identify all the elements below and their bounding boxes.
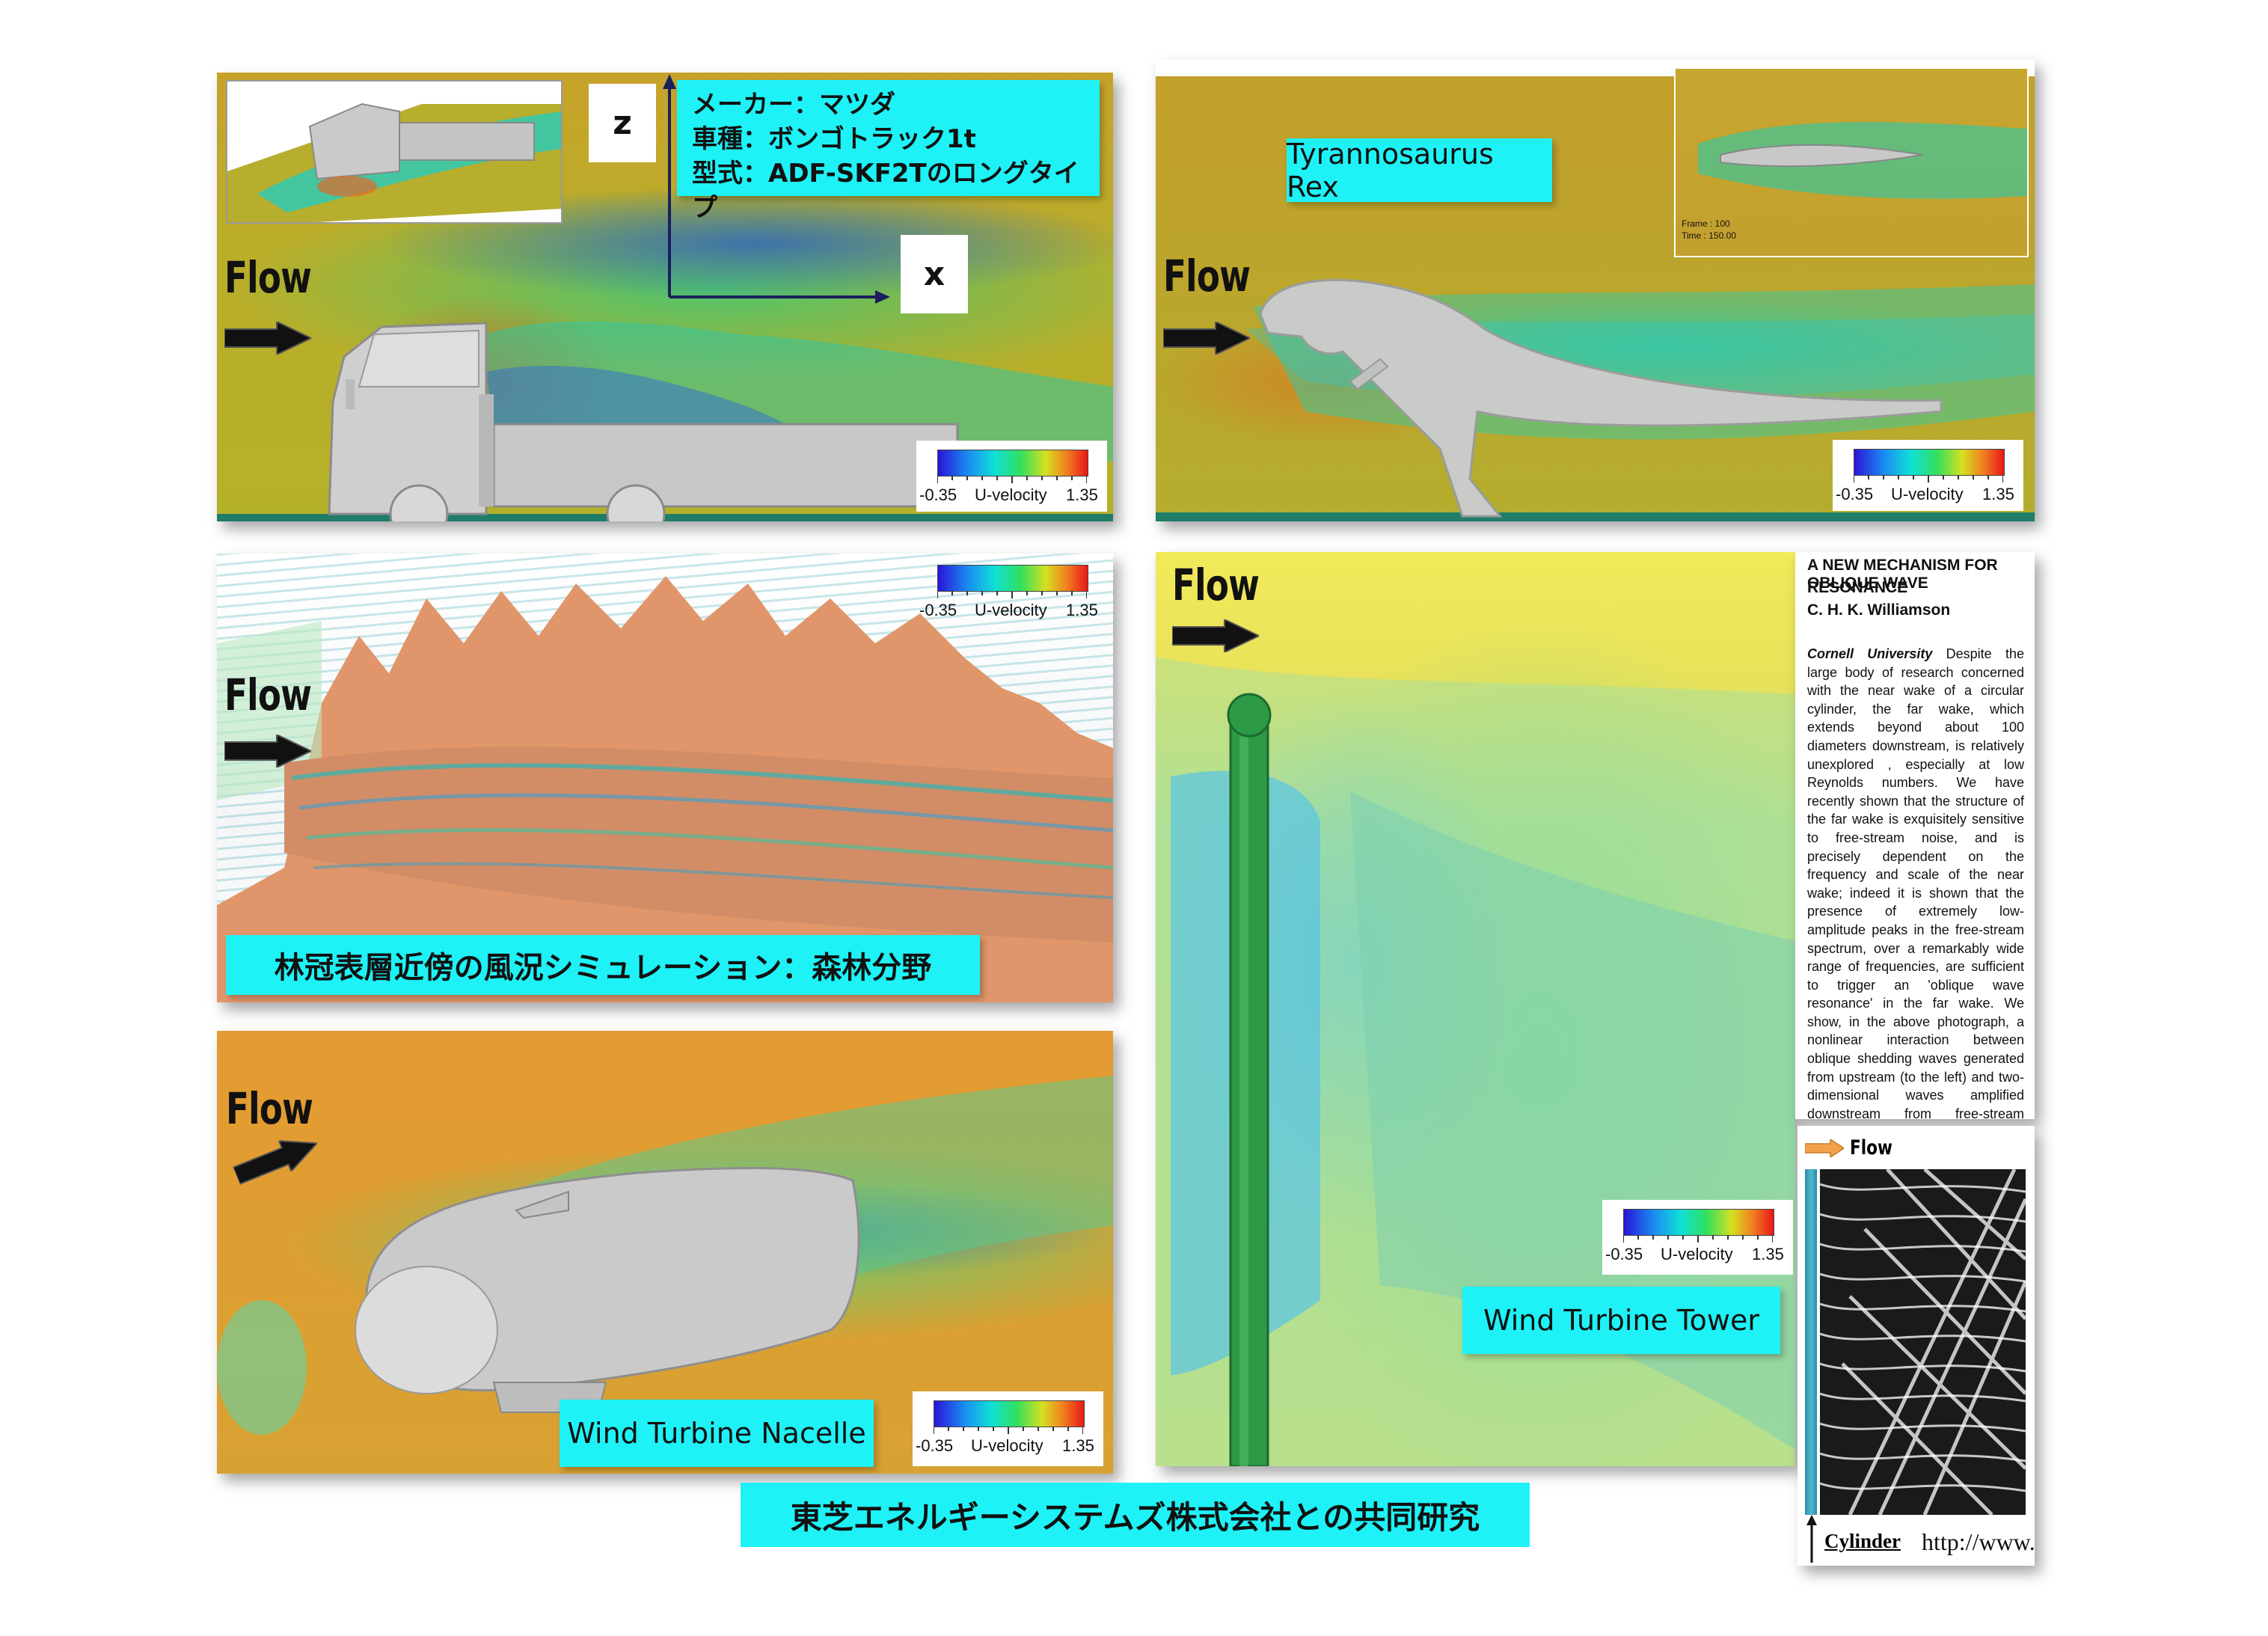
forest-flow-arrow-icon — [224, 735, 311, 768]
nacelle-colorbar: -0.35 U-velocity 1.35 — [913, 1391, 1103, 1466]
colorbar-gradient — [937, 565, 1088, 592]
trex-title: Tyrannosaurus Rex — [1287, 137, 1494, 203]
photo-flow-label: Flow — [1850, 1136, 1892, 1159]
trex-flow-field — [1156, 278, 2035, 521]
paper-affiliation: Cornell University — [1807, 646, 1933, 661]
colorbar-max: 1.35 — [1982, 485, 2014, 503]
forest-caption: 林冠表層近傍の風況シミュレーション：森林分野 — [274, 951, 932, 985]
colorbar-ticks — [934, 1427, 1083, 1434]
forest-flow-label: Flow — [224, 670, 312, 720]
colorbar-min: -0.35 — [919, 601, 957, 619]
truck-flow-arrow-icon — [224, 322, 311, 355]
trex-colorbar: -0.35 U-velocity 1.35 — [1833, 440, 2023, 511]
forest-simulation-panel: Flow -0.35 U-velocity 1.35 林冠表層近傍の風況シミュレ… — [217, 554, 1113, 1002]
truck-flow-field — [217, 74, 1113, 521]
truck-inset-view — [226, 80, 563, 224]
tower-flow-arrow-icon — [1172, 619, 1259, 652]
truck-model-name: 車種：ボンゴトラック1t — [692, 124, 976, 154]
trex-flow-arrow-icon — [1163, 322, 1250, 355]
truck-info-box: メーカー：マツダ 車種：ボンゴトラック1t 型式：ADF-SKF2Tのロングタイ… — [677, 80, 1100, 223]
trex-inset-view: Frame : 100 Time : 150.00 — [1674, 67, 2029, 257]
tower-caption: Wind Turbine Tower — [1483, 1304, 1760, 1337]
colorbar-ticks — [937, 476, 1087, 483]
forest-canopy-graphic — [217, 576, 1113, 1002]
colorbar-min: -0.35 — [1605, 1245, 1643, 1263]
colorbar-ticks — [1623, 1235, 1773, 1243]
joint-research-caption: 東芝エネルギーシステムズ株式会社との共同研究 — [790, 1498, 1480, 1536]
colorbar-max: 1.35 — [1062, 1436, 1094, 1455]
colorbar-ticks — [937, 591, 1087, 598]
tower-colorbar: -0.35 U-velocity 1.35 — [1602, 1200, 1793, 1275]
tower-flow-label: Flow — [1172, 560, 1260, 610]
x-axis-label: x — [901, 235, 968, 313]
paper-title-line2: RESONANCE — [1807, 579, 1908, 596]
paper-abstract: Despite the large body of research conce… — [1807, 646, 2024, 1119]
cylinder-label: Cylinder — [1824, 1530, 1901, 1552]
nacelle-caption-box: Wind Turbine Nacelle — [560, 1400, 874, 1467]
truck-colorbar: -0.35 U-velocity 1.35 — [916, 441, 1107, 512]
colorbar-gradient — [1854, 449, 2005, 476]
truck-model — [328, 322, 959, 521]
paper-title-line1: A NEW MECHANISM FOR OBLIQUE WAVE — [1807, 557, 1998, 592]
colorbar-label: U-velocity — [971, 1436, 1043, 1455]
photo-flow-arrow-icon — [1805, 1139, 1844, 1157]
truck-simulation-panel: z x メーカー：マツダ 車種：ボンゴトラック1t 型式：ADF-SKF2Tのロ… — [217, 73, 1113, 521]
nacelle-model — [355, 1166, 860, 1413]
paper-abstract-card: A NEW MECHANISM FOR OBLIQUE WAVE RESONAN… — [1795, 552, 2035, 1119]
trex-flow-label: Flow — [1163, 251, 1251, 301]
smoke-visualization-card: Flow — [1797, 1126, 2035, 1566]
truck-flow-label: Flow — [224, 252, 312, 303]
nacelle-flow-field — [217, 1076, 1113, 1435]
z-axis-label: z — [589, 84, 656, 162]
efluids-link[interactable]: http://www.efluids.com/ — [1922, 1528, 2035, 1555]
colorbar-max: 1.35 — [1066, 485, 1098, 504]
forest-colorbar: -0.35 U-velocity 1.35 — [916, 554, 1107, 632]
tower-simulation-panel: Flow -0.35 U-velocity 1.35 Wind Turbine … — [1156, 552, 1795, 1466]
nacelle-flow-arrow-icon — [232, 1140, 319, 1186]
cylinder-arrow-icon — [1806, 1515, 1817, 1563]
paper-body: Cornell University Despite the large bod… — [1807, 645, 2024, 1119]
colorbar-min: -0.35 — [916, 1436, 954, 1455]
forest-caption-box: 林冠表層近傍の風況シミュレーション：森林分野 — [226, 935, 980, 995]
trex-inset-time: Time : 150.00 — [1682, 230, 1736, 241]
colorbar-label: U-velocity — [1891, 485, 1964, 503]
paper-author: C. H. K. Williamson — [1807, 601, 1951, 619]
tower-caption-box: Wind Turbine Tower — [1462, 1287, 1780, 1354]
truck-inset-graphic — [227, 102, 561, 222]
trex-model — [1259, 278, 1943, 518]
nacelle-simulation-panel: Flow Wind Turbine Nacelle -0.35 U-veloci… — [217, 1031, 1113, 1474]
joint-research-banner: 東芝エネルギーシステムズ株式会社との共同研究 — [741, 1483, 1530, 1547]
tower-model — [1227, 693, 1272, 1466]
truck-type-code: 型式：ADF-SKF2Tのロングタイプ — [692, 159, 1079, 223]
colorbar-gradient — [934, 1400, 1085, 1427]
nacelle-flow-label: Flow — [226, 1083, 313, 1134]
smoke-wave-photo — [1820, 1169, 2026, 1515]
cylinder-bar — [1805, 1169, 1817, 1515]
colorbar-label: U-velocity — [1661, 1245, 1733, 1263]
colorbar-label: U-velocity — [975, 485, 1047, 504]
colorbar-gradient — [1623, 1209, 1774, 1236]
colorbar-max: 1.35 — [1066, 601, 1098, 619]
colorbar-min: -0.35 — [1836, 485, 1874, 503]
trex-inset-frame: Frame : 100 — [1682, 218, 1730, 229]
trex-title-box: Tyrannosaurus Rex — [1287, 137, 1552, 203]
colorbar-max: 1.35 — [1752, 1245, 1784, 1263]
trex-simulation-panel: Frame : 100 Time : 150.00 Tyrannosaurus … — [1156, 60, 2035, 521]
nacelle-caption: Wind Turbine Nacelle — [567, 1417, 866, 1450]
colorbar-min: -0.35 — [919, 485, 957, 504]
truck-maker: メーカー：マツダ — [692, 90, 895, 120]
colorbar-ticks — [1854, 475, 2003, 482]
trex-inset-graphic — [1698, 122, 2027, 199]
colorbar-gradient — [937, 450, 1088, 477]
colorbar-label: U-velocity — [975, 601, 1047, 619]
